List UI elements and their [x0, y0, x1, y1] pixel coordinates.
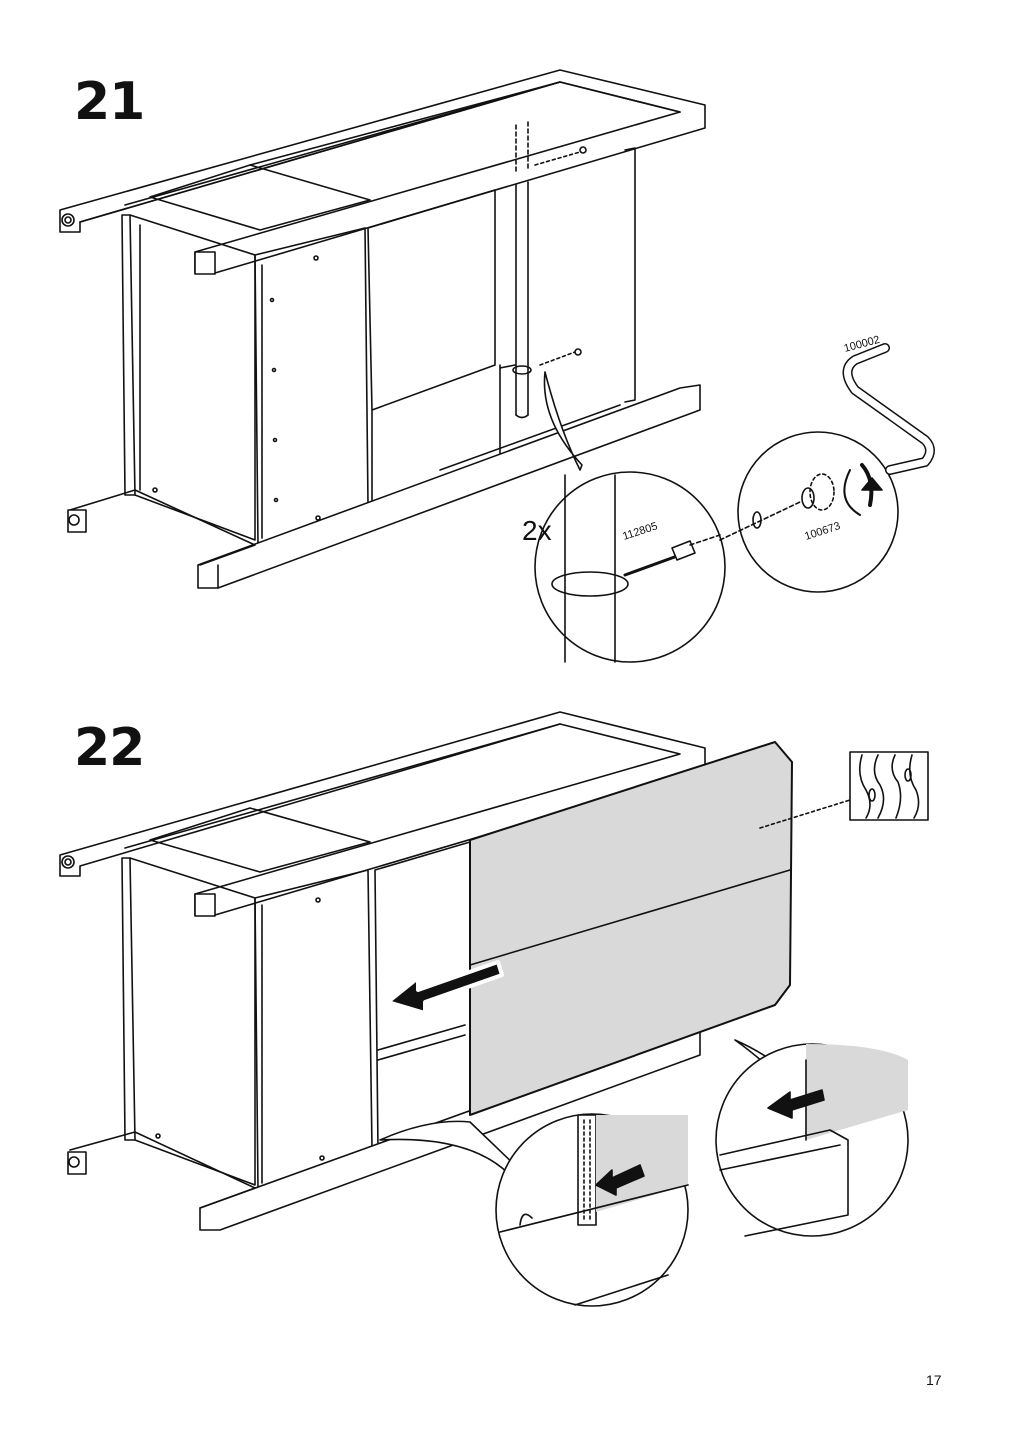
- step-21-number: 21: [74, 72, 145, 132]
- step-21-detail-callout: 2x 112805 100002 100673: [522, 334, 935, 663]
- page-number: 17: [926, 1372, 942, 1388]
- step-22-detail-callouts: [379, 1039, 909, 1307]
- step-21-cabinet: [59, 69, 706, 589]
- step-22-number: 22: [74, 718, 145, 778]
- push-arrow-icon: [386, 960, 504, 1015]
- back-panel: [469, 741, 793, 1116]
- quantity-label: 2x: [522, 515, 552, 546]
- wood-grain-icon: [849, 751, 929, 821]
